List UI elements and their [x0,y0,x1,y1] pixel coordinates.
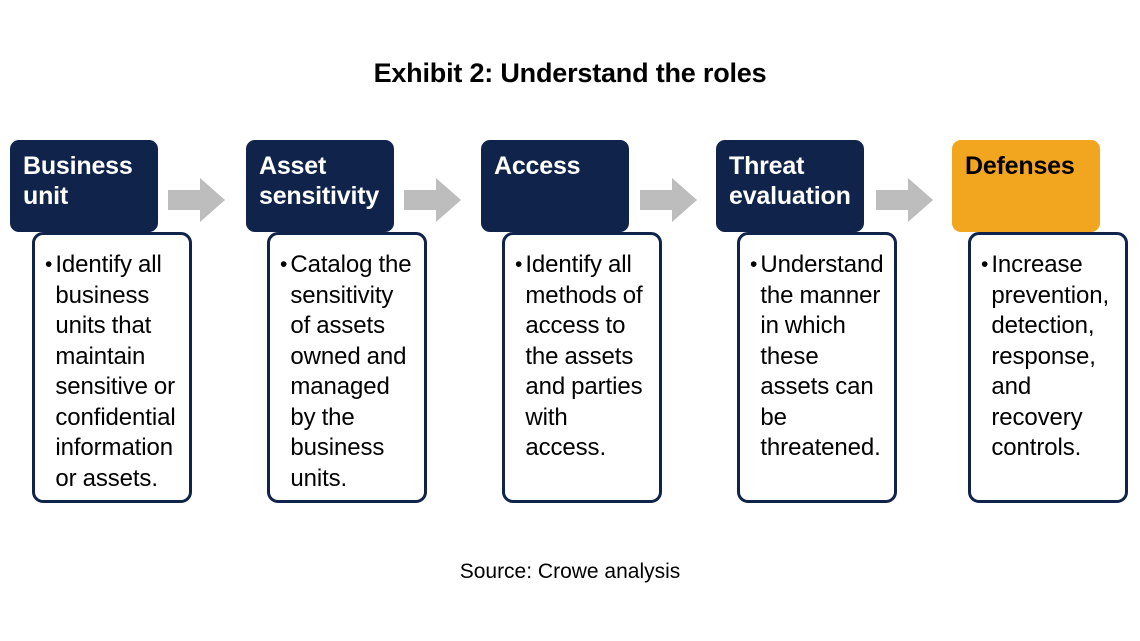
stage-description-access: Identify all methods of access to the as… [525,251,643,461]
bullet-item: • Catalog the sensitivity of assets owne… [280,250,414,494]
bullet-item: • Understand the manner in which these a… [750,250,884,464]
arrow-right-icon-4 [876,177,934,223]
stage-description-business-unit: Identify all business units that maintai… [55,251,176,492]
bullet-dot-icon: • [45,253,53,276]
source-caption: Source: Crowe analysis [459,560,681,583]
stage-description-defenses: Increase prevention, detection, response… [991,251,1110,461]
bullet-item: • Increase prevention, detection, respon… [981,250,1115,464]
stage-header-threat-evaluation[interactable]: Threat evaluation [716,140,864,232]
bullet-item: • Identify all business units that maint… [45,250,179,494]
arrow-right-icon-3 [640,177,698,223]
stage-body-defenses: • Increase prevention, detection, respon… [968,232,1128,503]
bullet-dot-icon: • [280,253,288,276]
bullet-dot-icon: • [750,253,758,276]
stage-header-asset-sensitivity[interactable]: Asset sensitivity [246,140,394,232]
stage-body-threat-evaluation: • Understand the manner in which these a… [737,232,897,503]
arrow-right-icon-1 [168,177,226,223]
stage-header-defenses[interactable]: Defenses [952,140,1100,232]
stage-body-business-unit: • Identify all business units that maint… [32,232,192,503]
stage-header-business-unit[interactable]: Business unit [10,140,158,232]
stage-body-access: • Identify all methods of access to the … [502,232,662,503]
arrow-right-icon-2 [404,177,462,223]
bullet-dot-icon: • [981,253,989,276]
stage-description-asset-sensitivity: Catalog the sensitivity of assets owned … [290,251,412,492]
bullet-item: • Identify all methods of access to the … [515,250,649,464]
stage-description-threat-evaluation: Understand the manner in which these ass… [760,251,884,461]
stage-body-asset-sensitivity: • Catalog the sensitivity of assets owne… [267,232,427,503]
stage-header-access[interactable]: Access [481,140,629,232]
page-title: Exhibit 2: Understand the roles [373,58,767,88]
bullet-dot-icon: • [515,253,523,276]
